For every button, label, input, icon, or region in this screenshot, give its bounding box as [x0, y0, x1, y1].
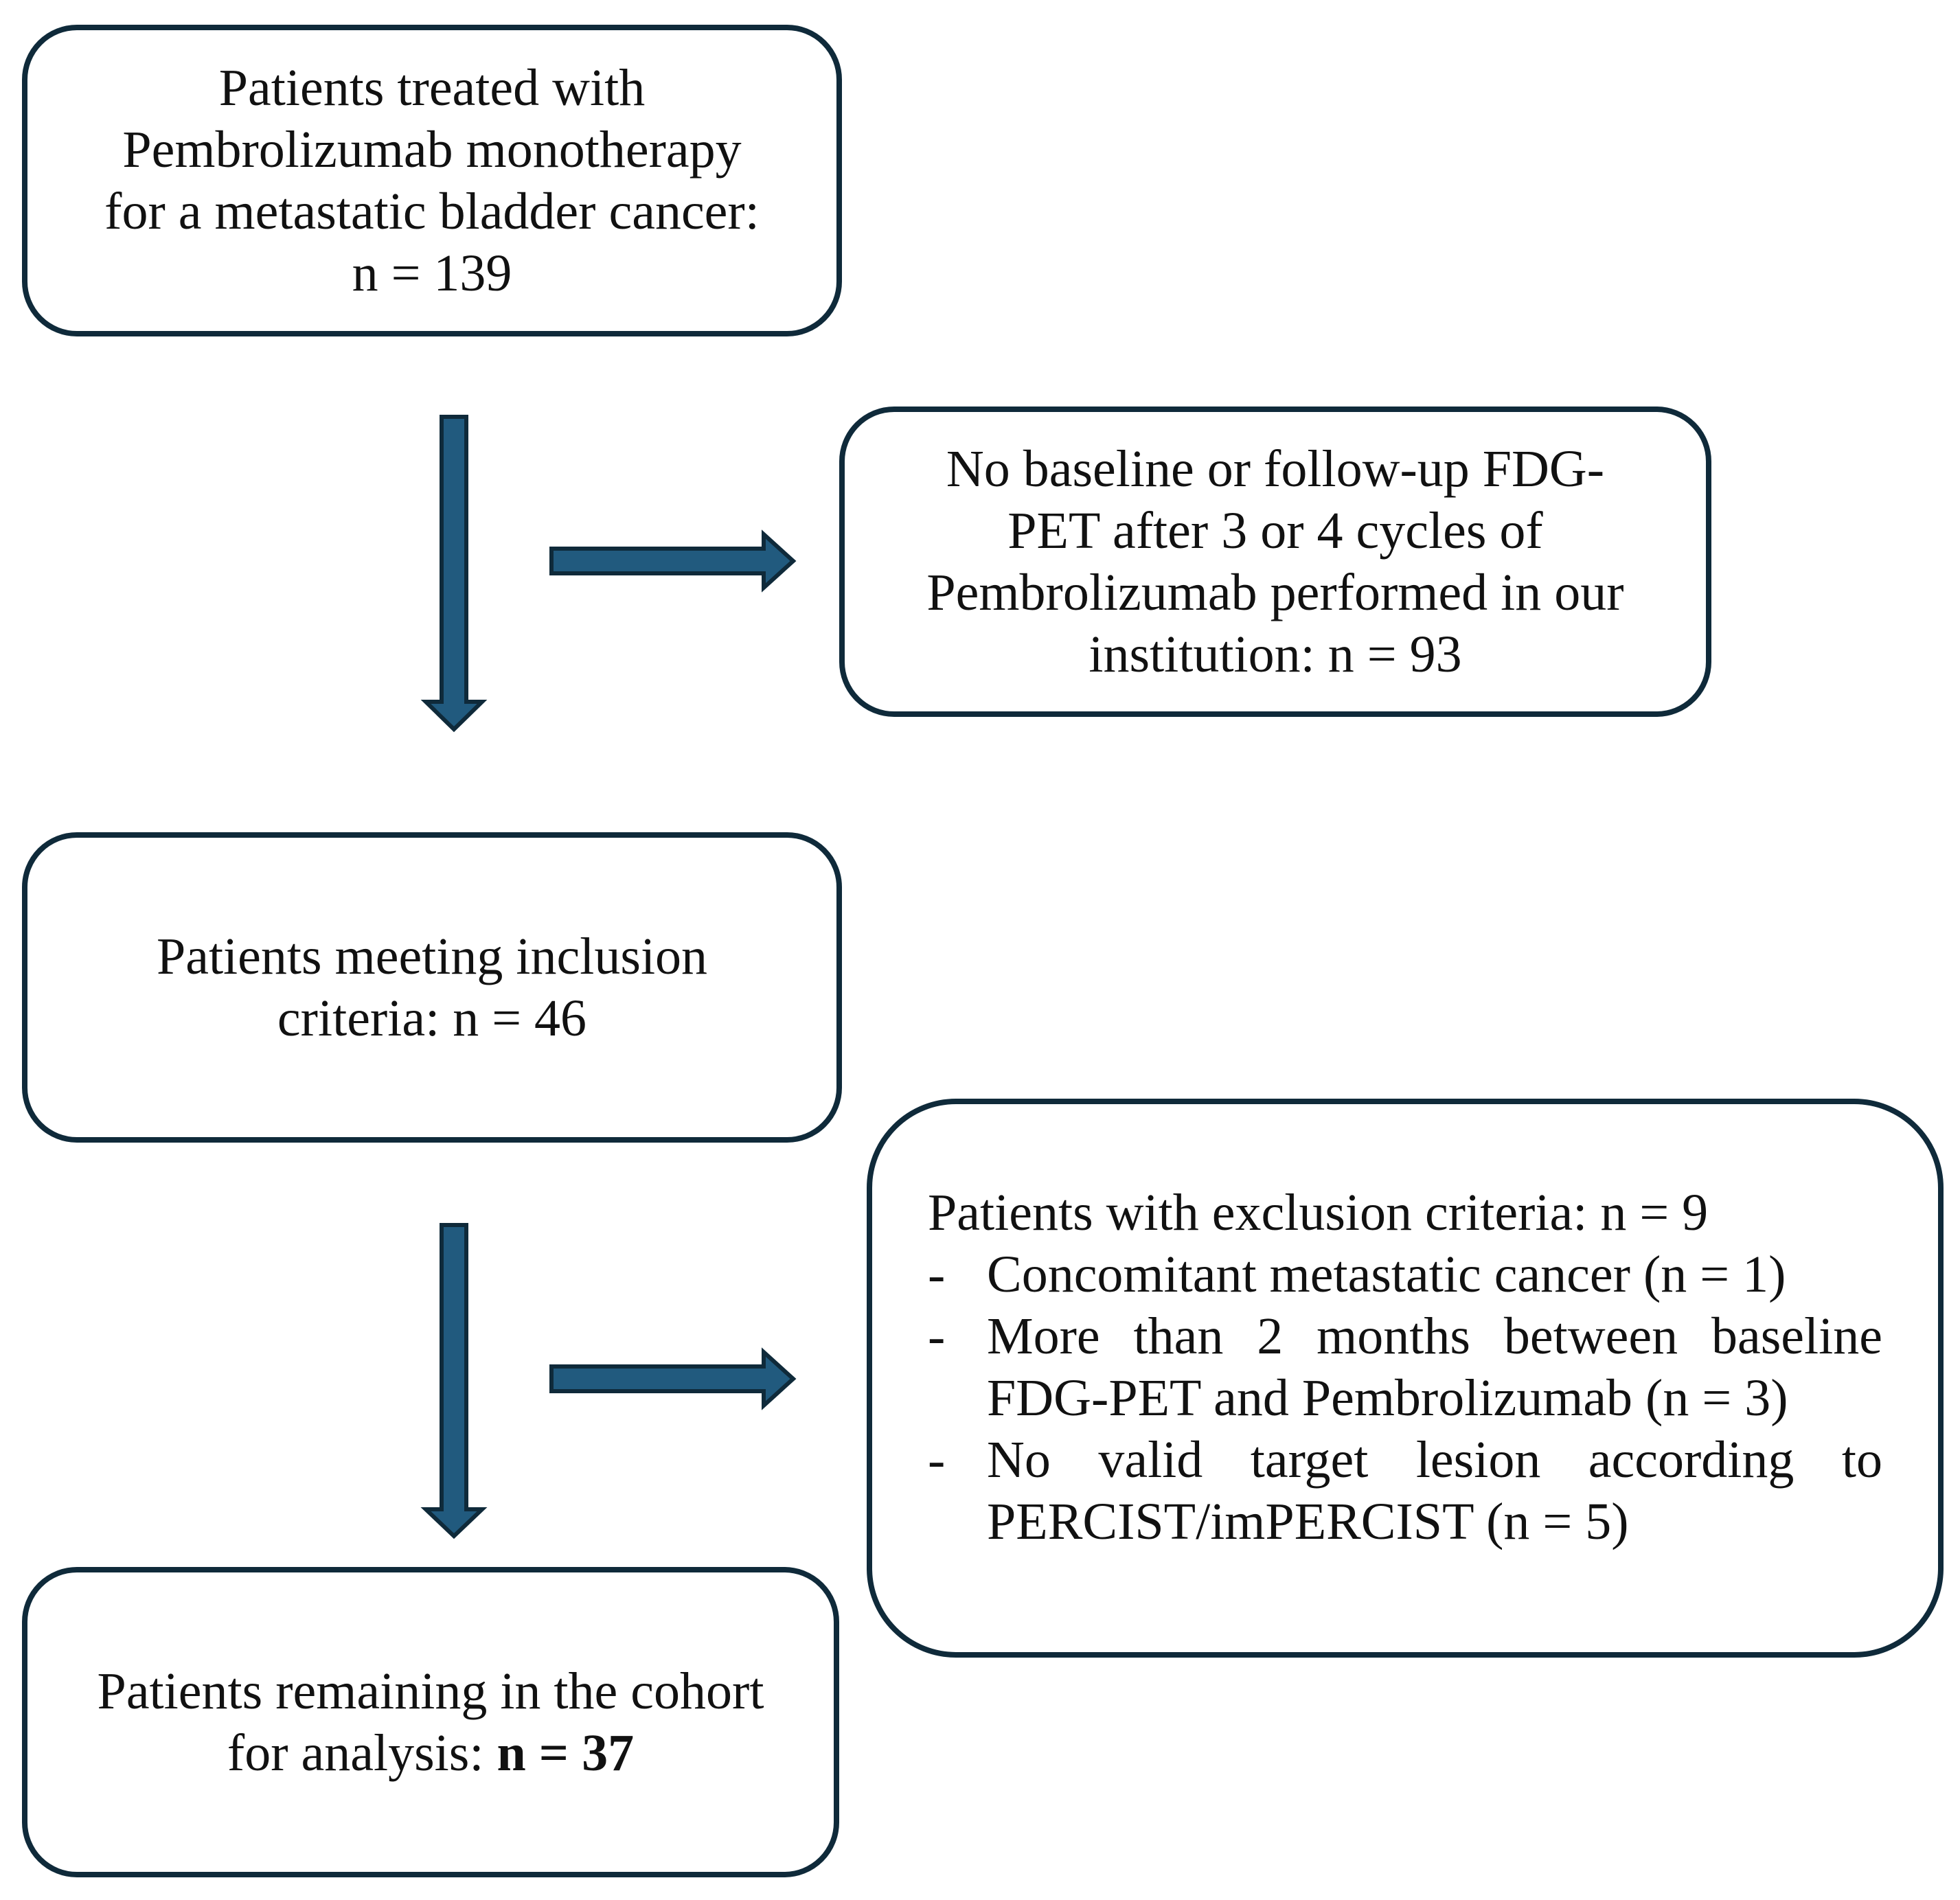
start-box-text: Patients treated with Pembrolizumab mono… — [104, 57, 760, 304]
final-cohort-box: Patients remaining in the cohort for ana… — [22, 1567, 839, 1877]
final-box-text: Patients remaining in the cohort for ana… — [98, 1660, 764, 1784]
inclusion-box-count: criteria: n = 46 — [277, 989, 587, 1047]
exclusion-item-text: Concomitant metastatic cancer (n = 1) — [987, 1246, 1786, 1303]
exclusion-list-item: - Concomitant metastatic cancer (n = 1) — [928, 1244, 1882, 1305]
no-pet-box-text: No baseline or follow-up FDG- PET after … — [926, 438, 1623, 685]
bullet-dash: - — [928, 1431, 946, 1489]
no-pet-box-line: Pembrolizumab performed in our — [926, 564, 1624, 621]
start-box-line: Patients treated with — [218, 59, 646, 117]
start-box-line: Pembrolizumab monotherapy — [122, 121, 742, 179]
arrow-right-1 — [549, 529, 797, 593]
inclusion-box-line: Patients meeting inclusion — [156, 928, 708, 985]
inclusion-box-text: Patients meeting inclusion criteria: n =… — [157, 926, 707, 1049]
exclusion-item-text: More than 2 months between baseline FDG-… — [987, 1307, 1882, 1427]
exclusion-box-content: Patients with exclusion criteria: n = 9 … — [928, 1182, 1882, 1553]
exclusion-item-text: No valid target lesion according to PERC… — [987, 1431, 1882, 1550]
final-box-prefix: for analysis: — [227, 1724, 497, 1782]
final-box-line: Patients remaining in the cohort — [97, 1662, 764, 1720]
bullet-dash: - — [928, 1307, 946, 1365]
final-box-count: n = 37 — [497, 1724, 635, 1782]
exclusion-list-item: - No valid target lesion according to PE… — [928, 1429, 1882, 1553]
no-pet-box-line: No baseline or follow-up FDG- — [946, 440, 1605, 498]
start-box-count: n = 139 — [352, 244, 512, 302]
no-pet-box-count: institution: n = 93 — [1089, 626, 1462, 683]
inclusion-box: Patients meeting inclusion criteria: n =… — [22, 832, 842, 1143]
bullet-dash: - — [928, 1246, 946, 1303]
final-box-line: for analysis: n = 37 — [98, 1722, 764, 1784]
no-pet-box-line: PET after 3 or 4 cycles of — [1007, 502, 1543, 560]
exclusion-list: - Concomitant metastatic cancer (n = 1) … — [928, 1244, 1882, 1553]
exclusion-list-item: - More than 2 months between baseline FD… — [928, 1305, 1882, 1429]
exclusion-criteria-box: Patients with exclusion criteria: n = 9 … — [867, 1099, 1944, 1658]
start-box-line: for a metastatic bladder cancer: — [104, 183, 760, 240]
no-pet-exclusion-box: No baseline or follow-up FDG- PET after … — [839, 407, 1711, 717]
arrow-down-2 — [420, 1223, 488, 1540]
arrow-right-2 — [549, 1347, 797, 1410]
exclusion-box-title: Patients with exclusion criteria: n = 9 — [928, 1184, 1709, 1241]
arrow-down-1 — [420, 415, 488, 733]
start-box: Patients treated with Pembrolizumab mono… — [22, 25, 842, 336]
